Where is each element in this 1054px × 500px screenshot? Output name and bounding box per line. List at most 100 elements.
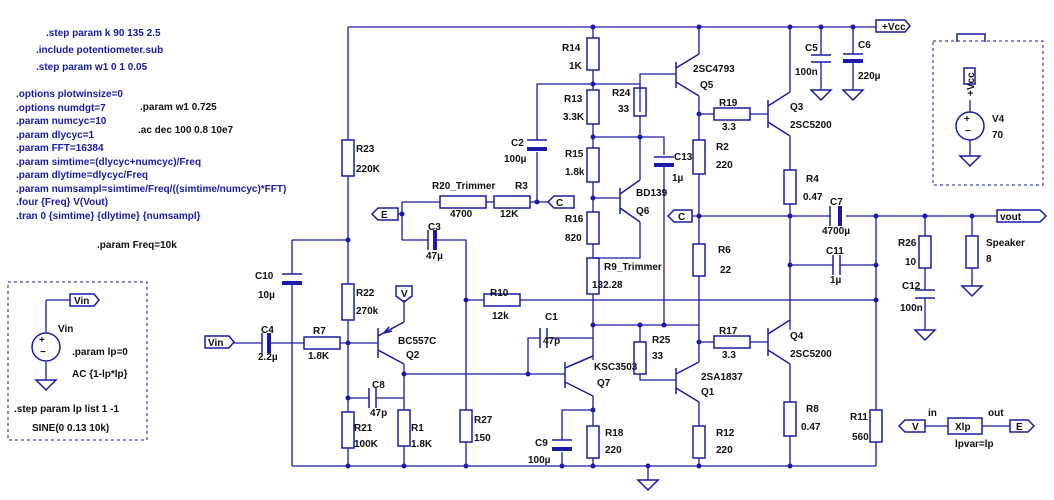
net-label-c[interactable] xyxy=(546,195,575,209)
xlp-subcircuit[interactable]: V E in out Xlp lpvar=lp xyxy=(897,408,1036,450)
resistor-r22[interactable]: R22 270k xyxy=(341,283,379,343)
transistor-q6[interactable]: BD139 Q6 xyxy=(593,137,668,259)
transistor-q3[interactable]: Q3 2SC5200 xyxy=(767,27,832,170)
net-label-v[interactable] xyxy=(395,285,413,303)
svg-text:R17: R17 xyxy=(719,326,738,337)
capacitor-c6[interactable]: C6 220µ xyxy=(841,27,881,102)
resistor-r11[interactable]: R11 560 xyxy=(850,409,883,443)
source-step: .step param lp list 1 -1 xyxy=(14,404,119,415)
svg-text:R3: R3 xyxy=(515,181,528,192)
svg-text:1µ: 1µ xyxy=(672,173,684,184)
svg-text:C3: C3 xyxy=(428,222,441,233)
capacitor-c9[interactable]: C9 100µ xyxy=(528,438,572,466)
svg-text:Speaker: Speaker xyxy=(986,238,1025,249)
resistor-r7[interactable]: R7 1.8K xyxy=(303,326,341,362)
svg-text:C8: C8 xyxy=(372,380,385,391)
svg-text:820: 820 xyxy=(565,233,582,244)
capacitor-c5[interactable]: C5 100n xyxy=(795,27,833,102)
resistor-r18[interactable]: R18 220 xyxy=(586,425,624,466)
net-label-vout[interactable] xyxy=(996,209,1048,223)
net-label-e[interactable] xyxy=(370,207,399,221)
svg-text:132.28: 132.28 xyxy=(592,280,623,291)
svg-text:100n: 100n xyxy=(900,303,923,314)
resistor-r1[interactable]: R1 1.8K xyxy=(397,409,433,466)
resistor-r23[interactable]: R23 220K xyxy=(341,139,381,284)
net-label: +Vcc xyxy=(966,72,977,96)
capacitor-c7[interactable]: C7 4700µ xyxy=(822,197,850,237)
spice-directives: .step param k 90 135 2.5 .include potent… xyxy=(16,28,286,251)
svg-text:Q2: Q2 xyxy=(406,350,420,361)
resistor-r26[interactable]: R26 10 xyxy=(898,235,932,330)
svg-text:100µ: 100µ xyxy=(528,455,551,466)
resistor-r8[interactable]: R8 0.47 xyxy=(783,401,821,466)
directive: .param simtime=(dlycyc+numcyc)/Freq xyxy=(16,157,201,168)
transistor-q5[interactable]: 2SC4793 Q5 xyxy=(675,27,735,140)
ac-source-symbol[interactable] xyxy=(31,332,61,362)
resistor-r19[interactable]: R19 3.3 xyxy=(713,98,751,133)
capacitor-c10[interactable]: C10 10µ xyxy=(255,271,302,301)
net-label: +Vcc xyxy=(882,22,906,33)
svg-text:−: − xyxy=(965,126,971,137)
supply-value: 70 xyxy=(992,130,1004,141)
capacitor-c12[interactable]: C12 100n xyxy=(900,281,937,342)
transistor-q1[interactable]: 2SA1837 Q1 xyxy=(675,361,743,426)
svg-text:R21: R21 xyxy=(354,423,373,434)
resistor-r15[interactable]: R15 1.8k xyxy=(565,147,600,183)
svg-text:3.3: 3.3 xyxy=(722,122,736,133)
svg-text:270k: 270k xyxy=(356,306,379,317)
transistor-q4[interactable]: Q4 2SC5200 xyxy=(767,319,832,402)
resistor-r14[interactable]: R14 1K xyxy=(562,27,600,72)
svg-text:100µ: 100µ xyxy=(504,154,527,165)
resistor-r12[interactable]: R12 220 xyxy=(692,425,735,466)
svg-text:2.2µ: 2.2µ xyxy=(258,352,278,363)
resistor-r6[interactable]: R6 22 xyxy=(692,243,732,362)
resistor-r27[interactable]: R27 150 xyxy=(459,409,493,466)
capacitor-c11[interactable]: C11 1µ xyxy=(826,246,844,286)
directive: .step param k 90 135 2.5 xyxy=(46,28,161,39)
resistor-r13[interactable]: R13 3.3K xyxy=(563,89,600,125)
net-label-vin-port[interactable] xyxy=(69,293,100,307)
directive: .param dlycyc=1 xyxy=(16,130,95,141)
resistor-r21[interactable]: R21 100K xyxy=(341,411,379,466)
net-label: V xyxy=(912,422,919,433)
transistor-q2[interactable]: V BC557C Q2 xyxy=(377,285,436,410)
capacitor-c3[interactable]: C3 47µ xyxy=(426,222,443,262)
svg-text:47µ: 47µ xyxy=(426,251,443,262)
speaker-load[interactable]: Speaker 8 xyxy=(960,235,1025,298)
capacitor-c8[interactable]: C8 47p xyxy=(368,380,387,419)
svg-text:8: 8 xyxy=(986,254,992,265)
resistor-r10[interactable]: R10 12k xyxy=(483,288,521,322)
capacitor-c4[interactable]: C4 2.2µ xyxy=(258,325,278,363)
svg-text:0.47: 0.47 xyxy=(803,192,823,203)
transistor-q7[interactable]: KSC3503 Q7 xyxy=(562,355,638,426)
directive: .param w1 0.725 xyxy=(140,102,217,113)
svg-text:4700: 4700 xyxy=(450,209,473,220)
svg-text:2SC5200: 2SC5200 xyxy=(790,120,832,131)
svg-text:10µ: 10µ xyxy=(258,290,275,301)
net-label-vin[interactable] xyxy=(204,335,235,349)
resistor-r24[interactable]: R24 33 xyxy=(612,87,647,137)
net-label: E xyxy=(381,210,388,221)
directive: .param numcyc=10 xyxy=(16,116,107,127)
svg-text:R18: R18 xyxy=(605,428,624,439)
resistor-r17[interactable]: R17 3.3 xyxy=(713,326,751,361)
resistor-r20-trimmer[interactable]: R20_Trimmer 4700 xyxy=(432,181,495,220)
resistor-r4[interactable]: R4 0.47 xyxy=(783,169,823,244)
capacitor-c1[interactable]: C1 47p xyxy=(539,312,560,348)
resistor-r2[interactable]: R2 220 xyxy=(692,139,733,244)
supply-box-border xyxy=(932,40,1044,186)
resistor-r3[interactable]: R3 12K xyxy=(493,181,531,220)
resistor-r9-trimmer[interactable]: R9_Trimmer 132.28 xyxy=(586,257,662,325)
net-label-vcc[interactable] xyxy=(875,19,911,33)
svg-text:R1: R1 xyxy=(411,423,424,434)
svg-text:100n: 100n xyxy=(795,67,818,78)
dc-supply-symbol[interactable] xyxy=(955,111,985,141)
svg-text:100K: 100K xyxy=(354,439,379,450)
svg-text:Q3: Q3 xyxy=(790,102,804,113)
resistor-r16[interactable]: R16 820 xyxy=(565,211,600,258)
svg-text:R24: R24 xyxy=(612,88,631,99)
svg-text:R22: R22 xyxy=(356,288,375,299)
svg-text:+: + xyxy=(39,335,45,346)
capacitor-c13[interactable]: C13 1µ xyxy=(654,152,693,184)
capacitor-c2[interactable]: C2 100µ xyxy=(504,138,547,165)
